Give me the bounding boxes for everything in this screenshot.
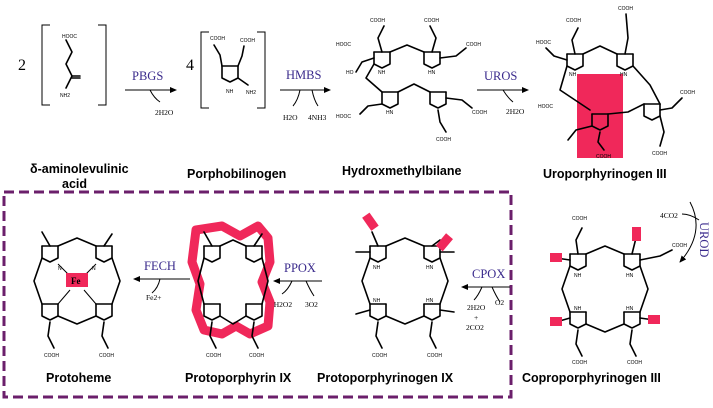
copro-nh-1: NH xyxy=(574,273,582,279)
iron-highlight xyxy=(66,273,88,287)
cpox-name: CPOX xyxy=(472,267,505,281)
copro-structure: COOH COOH COOH COOH NH HN NH HN xyxy=(550,216,687,366)
urod-arrow xyxy=(679,201,697,263)
hmb-cooh-5: COOH xyxy=(436,137,451,143)
protogen-nh-1: NH xyxy=(373,265,381,271)
protogen-structure: COOH COOH NH HN NH HN xyxy=(355,212,455,359)
hmb-cooh-1: COOH xyxy=(370,18,385,24)
ala-structure: 2 HOOC NH2 xyxy=(18,24,107,106)
uros-name: UROS xyxy=(484,69,517,83)
ala-label-line2: acid xyxy=(62,177,87,191)
uro-hooc-2: HOOC xyxy=(538,104,553,110)
uro-label: Uroporphyrinogen III xyxy=(543,167,667,181)
ala-label-line1: δ-aminolevulinic xyxy=(30,162,129,176)
copro-cooh-4: COOH xyxy=(627,360,642,366)
ppox-reactant: 3O2 xyxy=(305,300,318,309)
pbg-nh: NH xyxy=(226,89,234,95)
uro-structure: COOH COOH HOOC COOH COOH COOH HOOC NH HN xyxy=(536,6,695,160)
dashed-box xyxy=(2,190,513,399)
ala-nh2: NH2 xyxy=(60,93,70,99)
uro-hooc-1: HOOC xyxy=(536,40,551,46)
protoporph-cooh-1: COOH xyxy=(206,353,221,359)
cpox-reactant: O2 xyxy=(495,298,504,307)
uro-cooh-3: COOH xyxy=(680,90,695,96)
uros-byproduct: 2H2O xyxy=(506,107,525,116)
pbgs-name: PBGS xyxy=(132,69,163,83)
copro-cooh-1: COOH xyxy=(572,216,587,222)
protogen-cooh-1: COOH xyxy=(372,353,387,359)
uro-hn-1: HN xyxy=(620,72,628,78)
copro-cooh-3: COOH xyxy=(572,360,587,366)
protoheme-n-2: N xyxy=(92,266,96,272)
protoporph-structure: COOH COOH xyxy=(187,221,275,359)
hmb-hooc-2: HOOC xyxy=(336,114,351,120)
hmb-cooh-2: COOH xyxy=(424,18,439,24)
protoheme-cooh-1: COOH xyxy=(44,353,59,359)
fech-name: FECH xyxy=(144,259,176,273)
pbg-structure: 4 COOH COOH NH NH2 xyxy=(186,31,266,109)
pbg-cooh-right: COOH xyxy=(240,38,255,44)
hmb-hn-2: HN xyxy=(386,110,394,116)
copro-hn-2: HN xyxy=(626,306,634,312)
ala-cooh: HOOC xyxy=(62,34,77,40)
hmb-hooc-1: HOOC xyxy=(336,42,351,48)
hmbs-name: HMBS xyxy=(286,68,321,82)
hmbs-byproduct-1: H2O xyxy=(283,113,298,122)
protogen-hn-2: HN xyxy=(426,298,434,304)
uro-cooh-4: COOH xyxy=(596,154,611,160)
ppox-byproduct: 3H2O2 xyxy=(270,300,292,309)
uro-nh-1: NH xyxy=(569,72,577,78)
hmb-structure: COOH COOH HOOC COOH HO NH HN HOOC COOH C… xyxy=(336,18,487,143)
protogen-hn-1: HN xyxy=(426,265,434,271)
copro-cooh-2: COOH xyxy=(672,243,687,249)
copro-label: Coproporphyrinogen III xyxy=(522,371,661,385)
pbgs-byproduct: 2H2O xyxy=(155,108,174,117)
hmb-ho: HO xyxy=(346,70,354,76)
copro-nh-2: NH xyxy=(574,306,582,312)
protoheme-n-1: N xyxy=(58,266,62,272)
protogen-nh-2: NH xyxy=(373,298,381,304)
uro-cooh-1: COOH xyxy=(566,18,581,24)
uro-cooh-5: COOH xyxy=(652,151,667,157)
protoheme-cooh-2: COOH xyxy=(99,353,114,359)
hmb-cooh-4: COOH xyxy=(472,110,487,116)
protoheme-label: Protoheme xyxy=(46,371,111,385)
hmb-nh-1: NH xyxy=(378,70,386,76)
protoheme-metal: Fe xyxy=(71,276,81,286)
cpox-byproduct-1: 2H2O xyxy=(467,303,486,312)
protoheme-structure: Fe COOH COOH N N xyxy=(33,231,121,359)
fech-reactant: Fe2+ xyxy=(146,293,161,302)
hmb-label: Hydroxmethylbilane xyxy=(342,164,462,178)
hmb-cooh-3: COOH xyxy=(466,42,481,48)
urod-name: UROD xyxy=(697,222,711,257)
pbg-label: Porphobilinogen xyxy=(187,167,286,181)
pbg-cooh-left: COOH xyxy=(210,36,225,42)
cpox-plus: + xyxy=(474,313,478,322)
protoporph-cooh-2: COOH xyxy=(249,353,264,359)
uro-cooh-2: COOH xyxy=(618,6,633,12)
protoporph-label: Protoporphyrin IX xyxy=(185,371,292,385)
ala-coefficient: 2 xyxy=(18,57,26,74)
pbg-nh2: NH2 xyxy=(246,90,256,96)
hmbs-byproduct-2: 4NH3 xyxy=(308,113,327,122)
protogen-label: Protoporphyrinogen IX xyxy=(317,371,454,385)
pbg-coefficient: 4 xyxy=(186,57,194,74)
copro-hn-1: HN xyxy=(626,273,634,279)
protogen-cooh-2: COOH xyxy=(427,353,442,359)
cpox-byproduct-2: 2CO2 xyxy=(466,323,484,332)
ppox-name: PPOX xyxy=(284,261,316,275)
urod-byproduct: 4CO2 xyxy=(660,211,678,220)
hmb-hn-1: HN xyxy=(428,70,436,76)
